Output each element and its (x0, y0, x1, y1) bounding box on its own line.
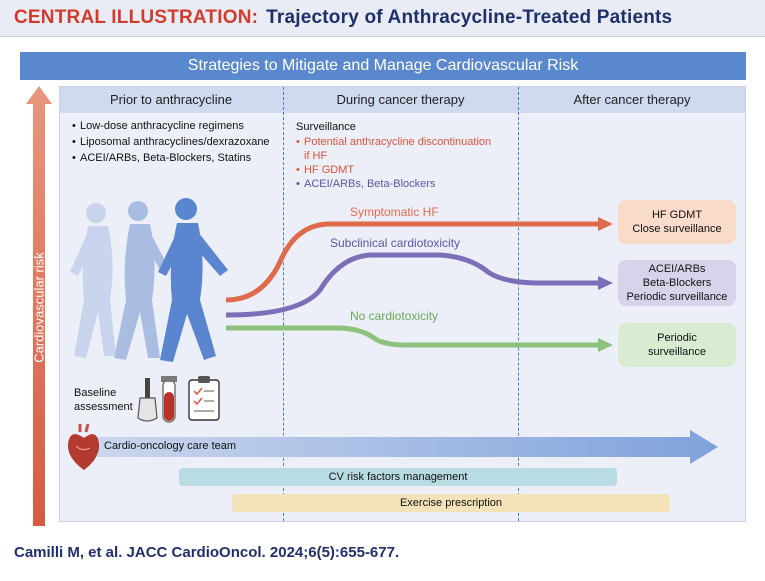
surveillance-heading: Surveillance (296, 121, 356, 133)
title-main: Trajectory of Anthracycline-Treated Pati… (266, 7, 673, 28)
symptomatic-hf-arrowhead (598, 217, 613, 231)
symptomatic-hf-curve (225, 221, 598, 303)
exercise-bar: Exercise prescription (232, 494, 670, 512)
prior-item: ACEI/ARBs, Beta-Blockers, Statins (72, 150, 270, 166)
walking-person-icon (158, 198, 228, 362)
blood-test-tube-icon (161, 376, 177, 423)
no-cardiotoxicity-curve (226, 325, 598, 348)
during-item-text: Potential anthracycline discontinuation (304, 136, 492, 148)
prior-item: Low-dose anthracycline regimens (72, 118, 270, 134)
during-item-acei: ACEI/ARBs, Beta-Blockers (296, 177, 516, 191)
no-cardiotoxicity-arrowhead (598, 338, 613, 352)
during-item-text: if HF (304, 150, 328, 162)
prior-strategies-list: Low-dose anthracycline regimens Liposoma… (72, 118, 270, 166)
subclinical-arrowhead (598, 276, 613, 290)
outcome-line: HF GDMT (651, 209, 703, 221)
phase-during: During cancer therapy (336, 91, 465, 107)
phase-after: After cancer therapy (573, 91, 691, 107)
ultrasound-probe-icon (137, 378, 158, 422)
outcome-line: Periodic (657, 332, 697, 344)
curve-label-none: No cardiotoxicity (350, 309, 439, 323)
outcome-line: Periodic surveillance (626, 291, 728, 303)
walking-person-icon (114, 201, 170, 360)
care-team-arrow (72, 430, 718, 464)
curve-label-subclinical: Subclinical cardiotoxicity (330, 236, 461, 250)
baseline-assessment-label: Baseline assessment (74, 386, 133, 414)
divider-during-after (518, 87, 519, 521)
citation: Camilli M, et al. JACC CardioOncol. 2024… (14, 544, 400, 561)
heart-icon (67, 423, 100, 470)
outcome-subclinical: ACEI/ARBs Beta-Blockers Periodic surveil… (618, 260, 736, 306)
curve-label-symptomatic: Symptomatic HF (350, 205, 439, 219)
risk-arrow (26, 86, 52, 526)
during-item-discontinuation: Potential anthracycline discontinuation … (296, 135, 516, 163)
outcome-line: Close surveillance (632, 223, 722, 235)
baseline-line: assessment (74, 401, 133, 413)
title-bar: CENTRAL ILLUSTRATION: Trajectory of Anth… (0, 0, 765, 37)
strategy-banner: Strategies to Mitigate and Manage Cardio… (20, 52, 746, 80)
subclinical-curve (225, 252, 598, 318)
prior-item: Liposomal anthracyclines/dexrazoxane (72, 134, 270, 150)
clipboard-checklist-icon (188, 376, 220, 421)
walking-person-icon (70, 203, 116, 358)
cv-risk-bar: CV risk factors management (179, 468, 617, 486)
phase-header-band (60, 87, 745, 113)
outcome-symptomatic: HF GDMT Close surveillance (618, 200, 736, 244)
divider-prior-during (283, 87, 284, 521)
phase-prior: Prior to anthracycline (109, 91, 233, 107)
outcome-none: Periodic surveillance (618, 323, 736, 367)
outcome-line: Beta-Blockers (642, 277, 712, 289)
outcome-line: ACEI/ARBs (648, 263, 706, 275)
care-team-label: Cardio-oncology care team (104, 440, 237, 452)
baseline-line: Baseline (74, 387, 117, 399)
during-item-hf-gdmt: HF GDMT (296, 163, 516, 177)
during-strategies: Surveillance Potential anthracycline dis… (296, 120, 516, 191)
title-prefix: CENTRAL ILLUSTRATION: (14, 7, 259, 28)
outcome-line: surveillance (647, 346, 707, 358)
